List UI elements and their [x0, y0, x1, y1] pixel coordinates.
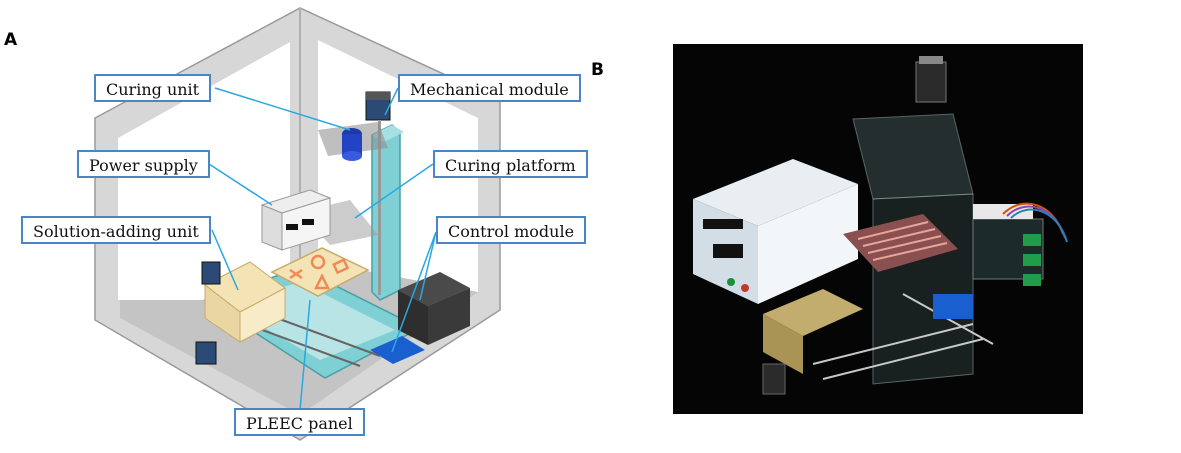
photo-illustration	[673, 44, 1083, 414]
panel-label-b: B	[591, 60, 604, 80]
pleec-panel-device	[270, 247, 370, 297]
curing-unit-device	[342, 128, 362, 161]
callout-curing-unit: Curing unit	[94, 74, 212, 102]
callout-pleec-panel: PLEEC panel	[234, 408, 365, 436]
device-photograph	[673, 44, 1083, 414]
control-module-device	[370, 272, 470, 364]
callout-power-supply: Power supply	[77, 150, 210, 178]
panel-label-a: A	[4, 30, 18, 50]
device-render-schematic	[94, 7, 501, 441]
leader-lines	[208, 87, 437, 411]
callout-mechanical-module: Mechanical module	[398, 74, 581, 102]
callout-curing-platform: Curing platform	[433, 150, 588, 178]
solution-adding-unit-device	[195, 261, 286, 365]
callout-control-module: Control module	[436, 216, 587, 244]
callout-solution-adding-unit: Solution-adding unit	[21, 216, 211, 244]
power-supply-device	[260, 189, 332, 251]
